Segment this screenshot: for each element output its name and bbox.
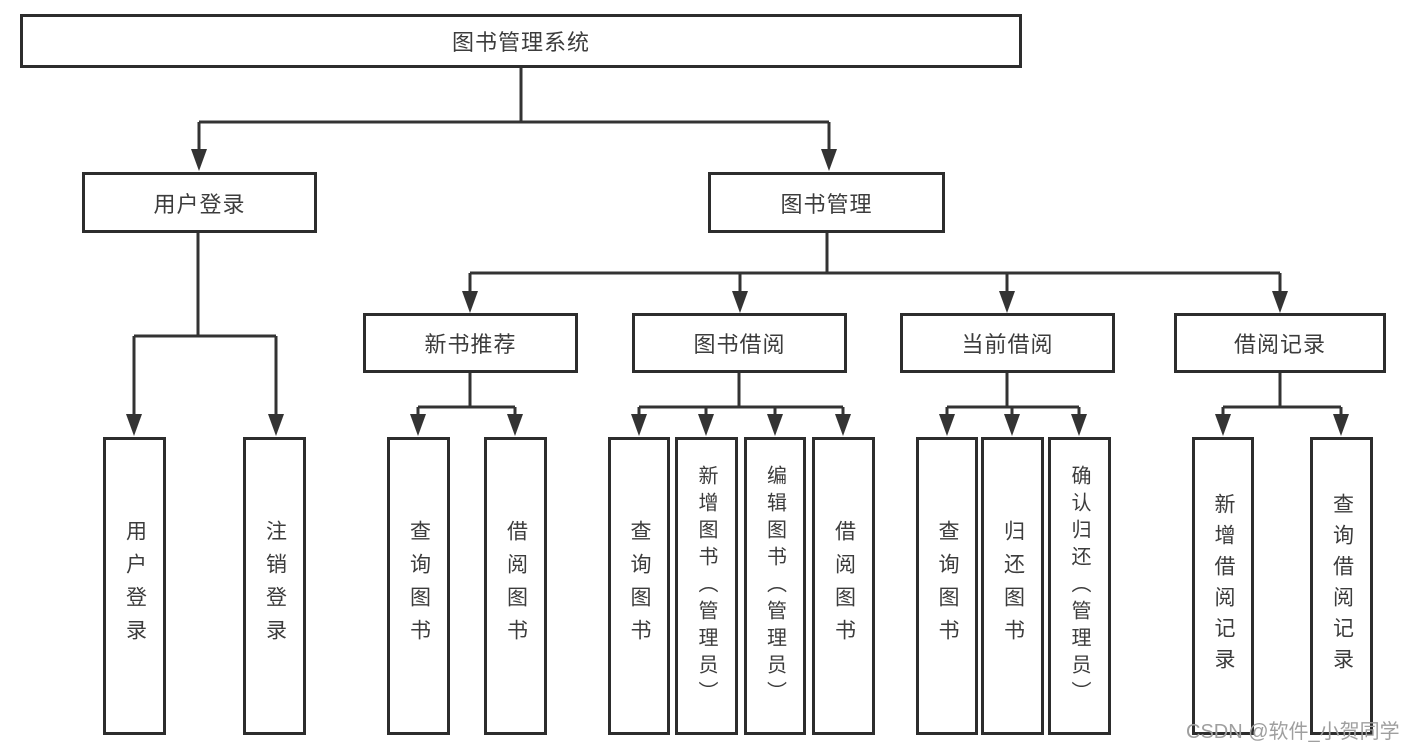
arrowheads (126, 149, 1349, 436)
leaf-add-borrow-record: 新增借阅记录 (1192, 437, 1254, 735)
leaf-query-books-borrow: 查询图书 (608, 437, 670, 735)
leaf-query-books-current: 查询图书 (916, 437, 978, 735)
leaf-confirm-return-admin: 确认归还（管理员） (1048, 437, 1111, 735)
csdn-watermark: CSDN @软件_小贺同学 (1186, 721, 1400, 743)
leaf-query-borrow-record: 查询借阅记录 (1310, 437, 1373, 735)
leaf-borrow-books-borrow: 借阅图书 (812, 437, 875, 735)
node-borrow-records: 借阅记录 (1174, 313, 1386, 373)
leaf-edit-book-admin: 编辑图书（管理员） (744, 437, 806, 735)
node-user-login: 用户登录 (82, 172, 317, 233)
node-book-borrow: 图书借阅 (632, 313, 847, 373)
node-current-borrow: 当前借阅 (900, 313, 1115, 373)
leaf-user-login: 用户登录 (103, 437, 166, 735)
leaf-query-books-recommend: 查询图书 (387, 437, 450, 735)
node-book-management: 图书管理 (708, 172, 945, 233)
leaf-return-books: 归还图书 (981, 437, 1044, 735)
node-root-system: 图书管理系统 (20, 14, 1022, 68)
leaf-borrow-books-recommend: 借阅图书 (484, 437, 547, 735)
node-new-book-recommend: 新书推荐 (363, 313, 578, 373)
leaf-add-book-admin: 新增图书（管理员） (675, 437, 738, 735)
leaf-logout: 注销登录 (243, 437, 306, 735)
